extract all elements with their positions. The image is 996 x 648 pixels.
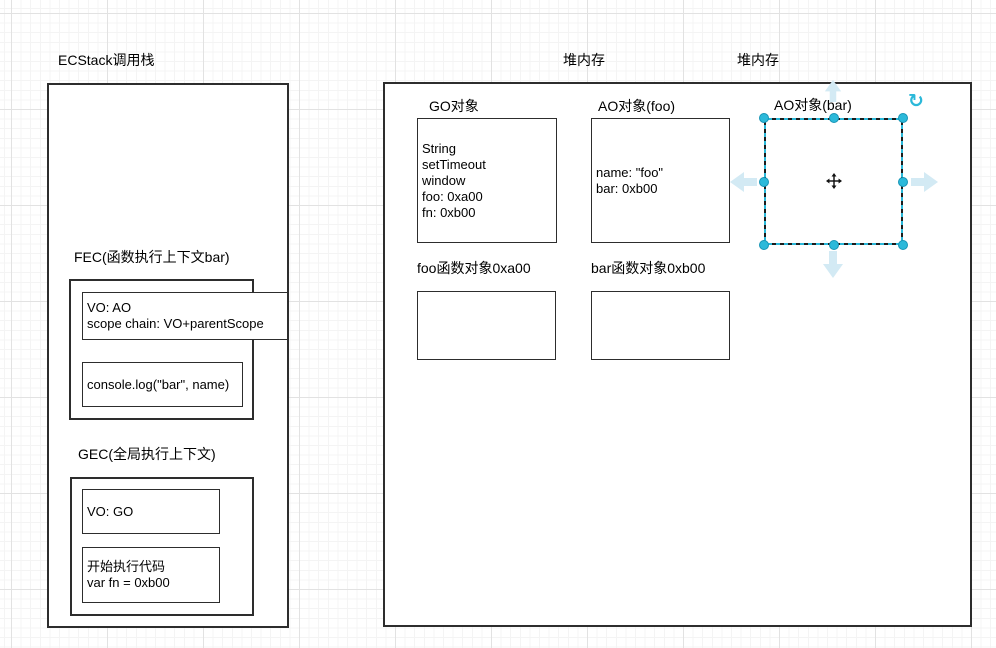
ao-foo-line: name: "foo"	[596, 164, 664, 180]
ao-foo-label[interactable]: AO对象(foo)	[598, 98, 676, 114]
fec-code-box[interactable]: console.log("bar", name)	[82, 362, 243, 407]
gec-code-line: 开始执行代码	[87, 559, 166, 574]
ao-foo-box[interactable]: name: "foo" bar: 0xb00	[591, 118, 730, 243]
go-object-line: String	[422, 140, 456, 156]
go-object-label[interactable]: GO对象	[429, 98, 479, 114]
fec-label[interactable]: FEC(函数执行上下文bar)	[74, 249, 230, 265]
ecstack-title[interactable]: ECStack调用栈	[58, 52, 155, 68]
go-object-line: fn: 0xb00	[422, 204, 476, 220]
gec-code-box[interactable]: 开始执行代码 var fn = 0xb00	[82, 547, 220, 603]
gec-label[interactable]: GEC(全局执行上下文)	[78, 446, 216, 462]
resize-handle-se[interactable]	[898, 240, 908, 250]
arrow-up-icon[interactable]	[823, 80, 843, 107]
resize-handle-sw[interactable]	[759, 240, 769, 250]
ao-bar-selected-box[interactable]	[759, 113, 908, 250]
resize-handle-s[interactable]	[828, 240, 839, 250]
gec-vo-line: VO: GO	[87, 503, 134, 519]
heap-title-right[interactable]: 堆内存	[737, 52, 779, 68]
go-object-line: window	[422, 172, 466, 188]
fec-code-line: console.log("bar", name)	[87, 376, 230, 392]
arrow-left-icon[interactable]	[730, 172, 757, 197]
resize-handle-w[interactable]	[759, 176, 769, 187]
fec-vo-line: VO: AO	[87, 300, 132, 315]
go-object-box[interactable]: String setTimeout window foo: 0xa00 fn: …	[417, 118, 557, 243]
bar-fn-box[interactable]	[591, 291, 730, 360]
resize-handle-nw[interactable]	[759, 113, 769, 123]
fec-vo-line: scope chain: VO+parentScope	[87, 316, 264, 331]
rotate-clockwise-icon[interactable]: ↻	[908, 91, 924, 112]
resize-handle-ne[interactable]	[898, 113, 908, 123]
go-object-line: foo: 0xa00	[422, 188, 483, 204]
bar-fn-label[interactable]: bar函数对象0xb00	[591, 260, 706, 276]
arrow-right-icon[interactable]	[911, 172, 938, 197]
gec-code-line: var fn = 0xb00	[87, 575, 170, 590]
resize-handle-n[interactable]	[828, 113, 839, 123]
arrow-down-icon[interactable]	[823, 251, 843, 283]
foo-fn-box[interactable]	[417, 291, 556, 360]
fec-vo-box[interactable]: VO: AO scope chain: VO+parentScope	[82, 292, 288, 340]
resize-handle-e[interactable]	[898, 176, 908, 187]
ao-foo-line: bar: 0xb00	[596, 180, 658, 196]
go-object-line: setTimeout	[422, 156, 486, 172]
gec-vo-box[interactable]: VO: GO	[82, 489, 220, 534]
foo-fn-label[interactable]: foo函数对象0xa00	[417, 260, 531, 276]
heap-title-left[interactable]: 堆内存	[563, 52, 605, 68]
move-cross-icon[interactable]	[825, 172, 842, 194]
